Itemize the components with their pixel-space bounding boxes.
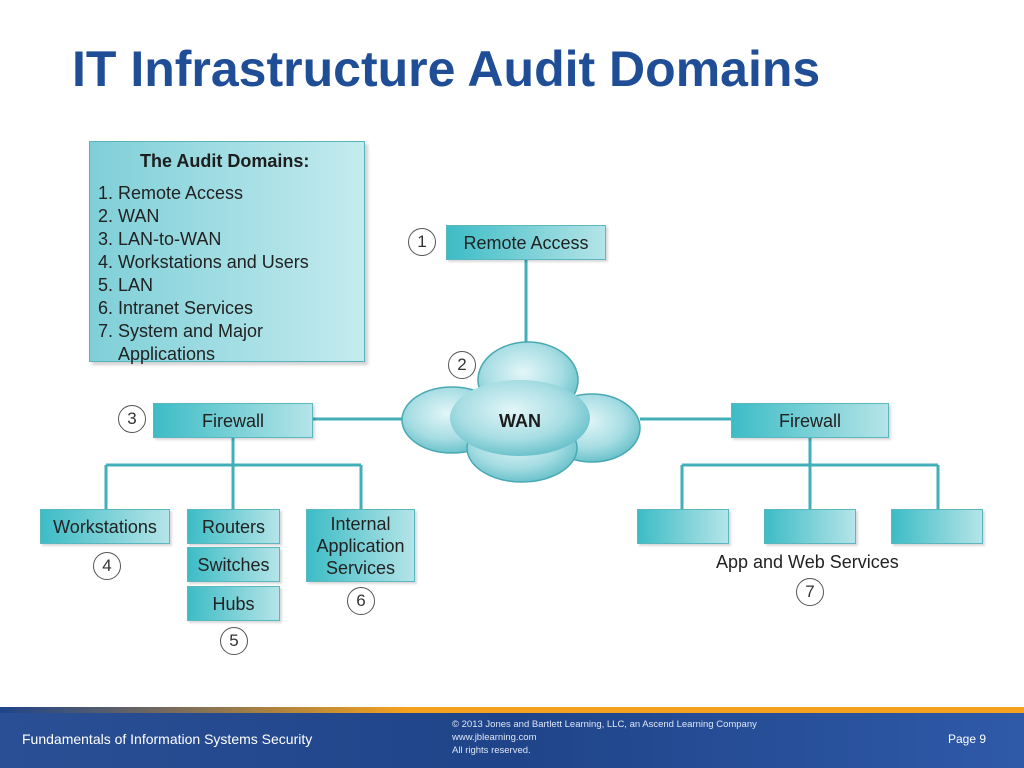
legend-item: 6.Intranet Services bbox=[98, 298, 254, 318]
footer-accent-strip bbox=[0, 707, 1024, 713]
domain-number-6: 6 bbox=[347, 587, 375, 615]
domain-number-4: 4 bbox=[93, 552, 121, 580]
internal-application-services-box: Internal Application Services bbox=[306, 509, 415, 582]
firewall-left-box: Firewall bbox=[153, 403, 313, 438]
app-server-box bbox=[764, 509, 856, 544]
slide-title: IT Infrastructure Audit Domains bbox=[72, 41, 821, 97]
domain-number-7: 7 bbox=[796, 578, 824, 606]
footer-course-title: Fundamentals of Information Systems Secu… bbox=[22, 731, 313, 747]
legend-item: 3.LAN-to-WAN bbox=[98, 229, 222, 249]
wan-cloud bbox=[401, 341, 641, 483]
slide-footer: Fundamentals of Information Systems Secu… bbox=[0, 707, 1024, 768]
hubs-box: Hubs bbox=[187, 586, 280, 621]
domain-number-3: 3 bbox=[118, 405, 146, 433]
domain-number-1: 1 bbox=[408, 228, 436, 256]
legend-title: The Audit Domains: bbox=[140, 151, 310, 171]
copyright-line: © 2013 Jones and Bartlett Learning, LLC,… bbox=[452, 719, 757, 730]
wan-label: WAN bbox=[499, 411, 541, 431]
page-number: Page 9 bbox=[948, 732, 987, 746]
publisher-url: www.jblearning.com bbox=[452, 732, 537, 743]
legend-item: 4.Workstations and Users bbox=[98, 252, 309, 272]
diagram-connectors bbox=[104, 259, 940, 509]
app-server-box bbox=[891, 509, 983, 544]
domain-number-2: 2 bbox=[448, 351, 476, 379]
app-web-services-label: App and Web Services bbox=[716, 552, 899, 572]
rights-line: All rights reserved. bbox=[452, 745, 531, 756]
footer-copyright: © 2013 Jones and Bartlett Learning, LLC,… bbox=[452, 718, 757, 757]
routers-box: Routers bbox=[187, 509, 280, 544]
legend-item: 1.Remote Access bbox=[98, 183, 244, 203]
domain-number-5: 5 bbox=[220, 627, 248, 655]
legend-item: 2.WAN bbox=[98, 206, 160, 226]
legend-item: 5.LAN bbox=[98, 275, 154, 295]
legend-item: 7.System and Major Applications bbox=[98, 321, 264, 364]
legend-list: 1.Remote Access 2.WAN 3.LAN-to-WAN 4.Wor… bbox=[98, 182, 338, 366]
switches-box: Switches bbox=[187, 547, 280, 582]
firewall-right-box: Firewall bbox=[731, 403, 889, 438]
remote-access-box: Remote Access bbox=[446, 225, 606, 260]
audit-domains-legend: The Audit Domains: 1.Remote Access 2.WAN… bbox=[89, 141, 365, 364]
app-server-box bbox=[637, 509, 729, 544]
workstations-box: Workstations bbox=[40, 509, 170, 544]
